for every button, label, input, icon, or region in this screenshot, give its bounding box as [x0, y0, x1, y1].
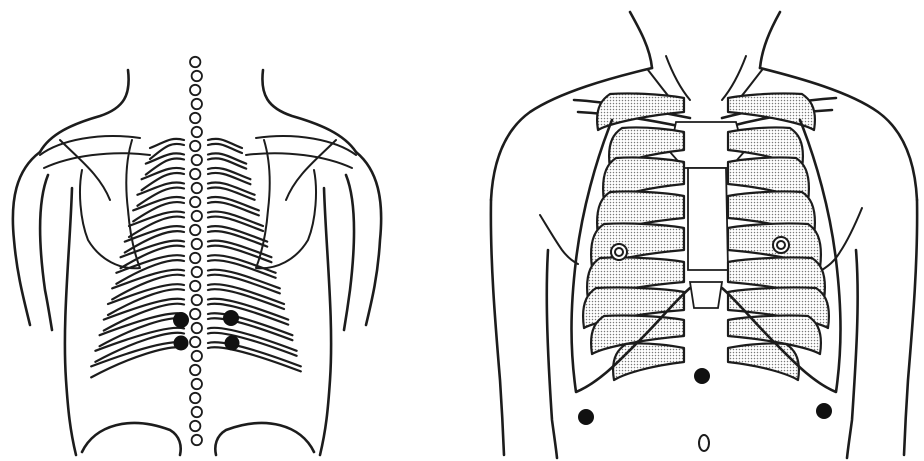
back-neck-outline-right: [262, 70, 356, 152]
front-marker-lower-right: [816, 403, 832, 419]
spine-vertebrae: [190, 57, 202, 445]
vertebra-28: [192, 435, 202, 445]
back-right-side-outline: [320, 188, 331, 455]
front-side-right: [847, 250, 858, 458]
vertebra-19: [190, 309, 200, 319]
vertebra-9: [190, 169, 200, 179]
back-marker-upper-left: [173, 312, 189, 328]
back-left-side-outline: [65, 188, 76, 455]
vertebra-11: [190, 197, 200, 207]
front-left-ribs: [583, 93, 684, 380]
sternum-body: [688, 168, 728, 270]
vertebra-17: [190, 281, 200, 291]
vertebra-8: [192, 155, 202, 165]
vertebra-16: [192, 267, 202, 277]
back-right-arm-inner: [344, 175, 354, 330]
back-right-rib-11: [208, 284, 284, 304]
back-right-shoulder-girdle: [246, 136, 356, 200]
back-marker-upper-right: [223, 310, 239, 326]
vertebra-25: [190, 393, 200, 403]
front-neck-right: [760, 12, 780, 68]
front-marker-center: [694, 368, 710, 384]
vertebra-5: [190, 113, 200, 123]
vertebra-10: [192, 183, 202, 193]
back-left-pelvis: [82, 423, 181, 455]
front-ring-marker-right-inner: [777, 241, 785, 249]
vertebra-20: [192, 323, 202, 333]
front-arm-left: [491, 200, 504, 455]
vertebra-21: [190, 337, 200, 347]
front-view-panel: [491, 12, 917, 458]
vertebra-13: [190, 225, 200, 235]
vertebra-4: [192, 99, 202, 109]
xiphoid-process: [690, 282, 722, 308]
front-armpit-left: [540, 215, 578, 264]
front-marker-lower-left: [578, 409, 594, 425]
back-right-scapula: [256, 140, 316, 268]
back-left-rib-15: [91, 342, 184, 366]
vertebra-15: [190, 253, 200, 263]
back-marker-lower-right: [225, 336, 240, 351]
front-right-rib-9: [728, 343, 799, 380]
front-neck-left: [630, 12, 652, 68]
front-ring-marker-left-inner: [615, 248, 623, 256]
vertebra-6: [192, 127, 202, 137]
back-right-ribs: [208, 139, 301, 372]
back-right-arm-outline: [356, 152, 381, 325]
vertebra-18: [192, 295, 202, 305]
back-left-arm-outline: [13, 152, 40, 325]
vertebra-26: [192, 407, 202, 417]
vertebra-3: [190, 85, 200, 95]
vertebra-2: [192, 71, 202, 81]
vertebra-24: [192, 379, 202, 389]
back-view-panel: [13, 57, 381, 455]
vertebra-23: [190, 365, 200, 375]
front-arm-right: [904, 200, 917, 455]
vertebra-12: [192, 211, 202, 221]
vertebra-27: [190, 421, 200, 431]
back-right-rib-edge-5: [208, 202, 259, 215]
front-left-rib-9: [613, 343, 684, 380]
front-oval-marker-navel: [699, 435, 709, 451]
vertebra-1: [190, 57, 200, 67]
back-neck-outline-left: [40, 70, 129, 152]
back-right-pelvis: [215, 423, 314, 455]
vertebra-22: [192, 351, 202, 361]
front-side-left: [547, 250, 557, 458]
vertebra-14: [192, 239, 202, 249]
back-right-rib-10: [208, 270, 280, 289]
back-left-arm-inner: [40, 175, 52, 330]
back-left-shoulder-girdle: [40, 136, 150, 200]
vertebra-7: [190, 141, 200, 151]
back-marker-lower-left: [174, 336, 189, 351]
